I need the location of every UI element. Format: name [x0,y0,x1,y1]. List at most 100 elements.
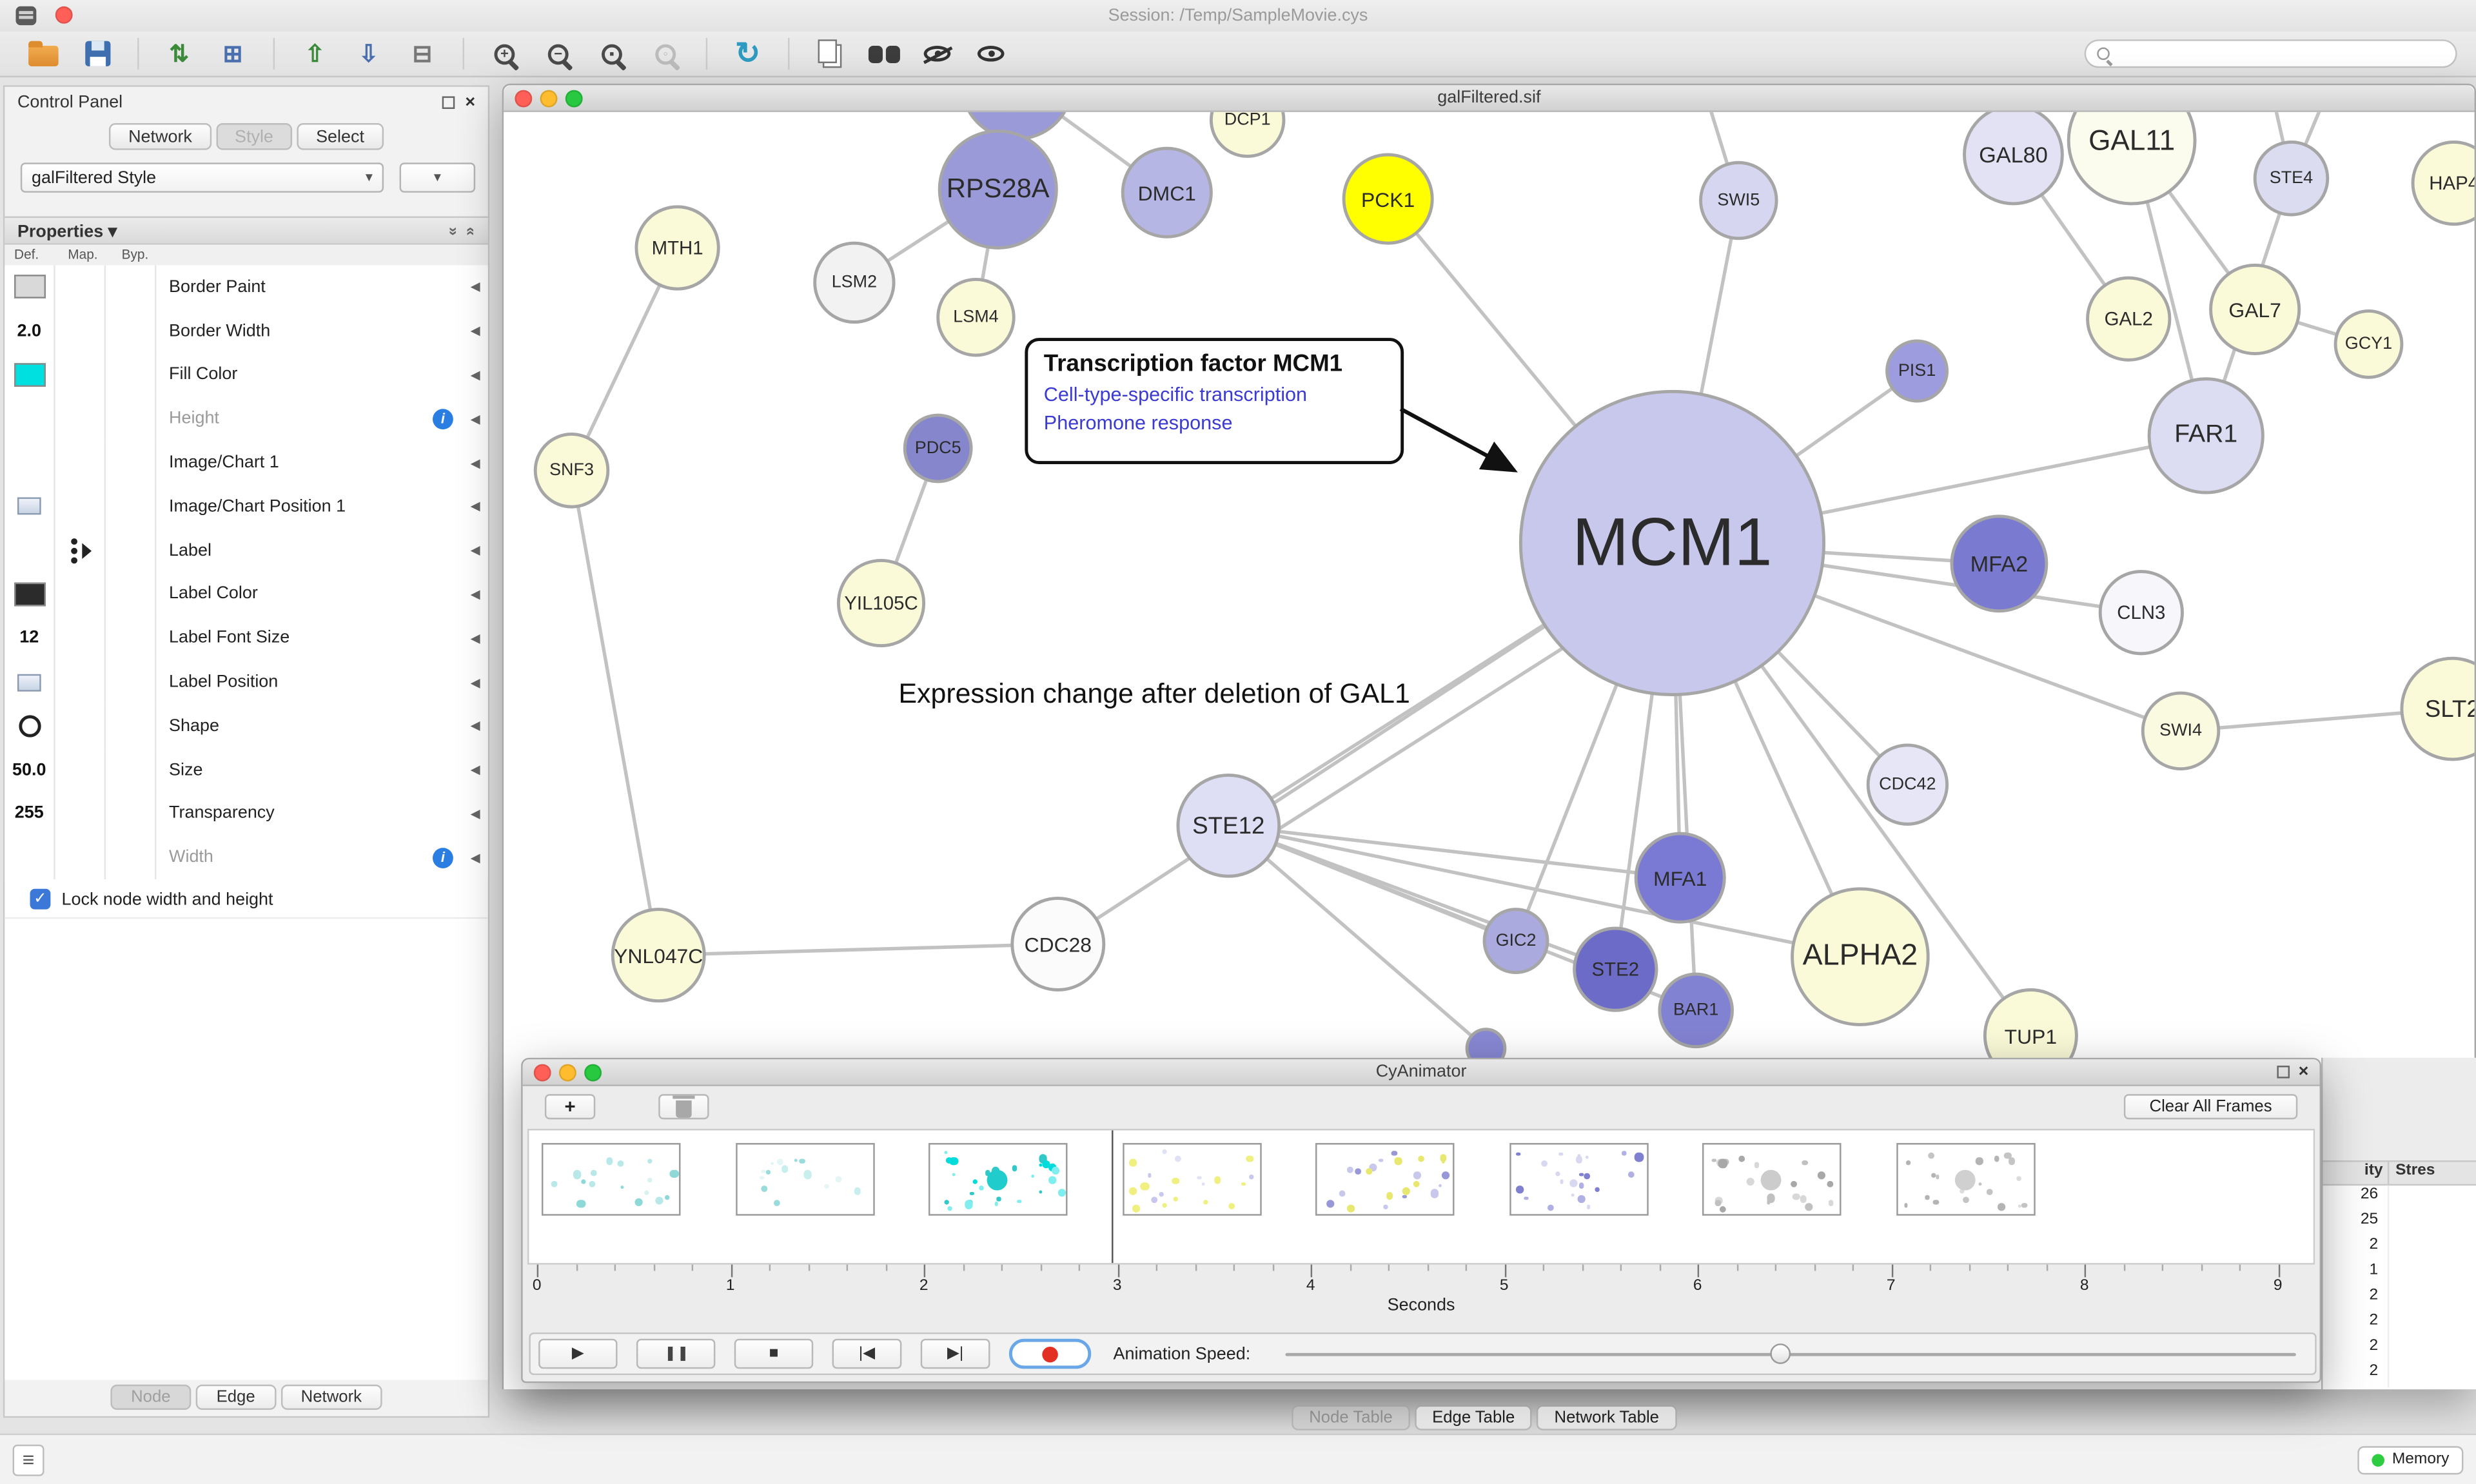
column-header[interactable]: Stres [2395,1162,2435,1180]
frame-thumbnail-7[interactable] [1896,1143,2035,1216]
expand-row-icon[interactable]: ◀ [470,763,480,777]
mapping-cell[interactable] [55,353,106,397]
default-value-cell[interactable] [5,353,55,397]
collapse-all-icon[interactable]: » [444,226,462,235]
cyanimator-minimize-button[interactable] [558,1063,576,1081]
mapping-cell[interactable] [55,704,106,748]
network-node-lsm2[interactable]: LSM2 [813,241,896,324]
cyanimator-titlebar[interactable]: CyAnimator × [522,1059,2320,1086]
expand-row-icon[interactable]: ◀ [470,367,480,382]
expand-row-icon[interactable]: ◀ [470,280,480,295]
bypass-cell[interactable] [106,660,157,705]
previous-frame-button[interactable]: |◀ [832,1338,902,1369]
refresh-layout-icon[interactable]: ↻ [735,37,761,70]
default-value-cell[interactable]: 255 [5,792,55,836]
delete-frame-button[interactable] [658,1094,709,1120]
network-node-yil105c[interactable]: YIL105C [836,558,926,648]
playhead[interactable] [1111,1130,1114,1264]
tab-node[interactable]: Node [110,1384,192,1410]
network-window-titlebar[interactable]: galFiltered.sif [504,85,2475,112]
export-image-icon[interactable]: ⇩ [359,40,379,68]
speed-slider[interactable] [1285,1338,2296,1370]
expand-row-icon[interactable]: ◀ [470,631,480,646]
network-node-mfa2[interactable]: MFA2 [1950,514,2049,613]
network-minimize-button[interactable] [540,89,558,107]
fit-content-icon[interactable] [591,33,633,74]
mapping-cell[interactable] [55,396,106,441]
table-row[interactable]: 1 [2323,1261,2476,1287]
find-neighbors-icon[interactable] [862,33,905,74]
network-zoom-button[interactable] [565,89,583,107]
network-node-pck1[interactable]: PCK1 [1342,153,1434,245]
import-table-icon[interactable]: ⊞ [222,40,243,68]
mapping-cell[interactable] [55,660,106,705]
default-value-cell[interactable] [5,704,55,748]
network-node-dmc1[interactable]: DMC1 [1121,146,1213,239]
stop-button[interactable]: ■ [734,1338,814,1369]
network-node-bar1[interactable]: BAR1 [1658,972,1734,1049]
network-node-ste4[interactable]: STE4 [2253,140,2330,217]
tab-network[interactable]: Network [109,123,211,150]
network-node-gic2[interactable]: GIC2 [1482,908,1549,975]
network-edge[interactable] [658,942,1058,957]
hide-selected-icon[interactable] [916,33,958,74]
expand-row-icon[interactable]: ◀ [470,411,480,426]
frame-thumbnail-5[interactable] [1509,1143,1648,1216]
expand-row-icon[interactable]: ◀ [470,850,480,865]
cyanimator-zoom-button[interactable] [584,1063,602,1081]
annotation-link[interactable]: Cell-type-specific transcription [1043,384,1308,406]
network-node-mcm1[interactable]: MCM1 [1518,389,1826,697]
bypass-cell[interactable] [106,572,157,617]
bypass-cell[interactable] [106,616,157,661]
export-network-icon[interactable]: ⇧ [305,40,325,68]
network-edge[interactable] [569,470,660,956]
save-session-icon[interactable] [76,33,119,74]
bypass-cell[interactable] [106,792,157,836]
duplicate-network-icon[interactable] [809,33,851,74]
default-value-cell[interactable] [5,440,55,485]
network-edge[interactable] [1227,824,1488,1050]
table-row[interactable]: 2 [2323,1312,2476,1338]
tab-network[interactable]: Network [280,1384,382,1410]
style-select[interactable]: galFiltered Style ▾ [20,162,384,193]
network-node-gal7[interactable]: GAL7 [2209,263,2301,356]
network-node-mfa1[interactable]: MFA1 [1634,832,1726,924]
default-value-cell[interactable]: 50.0 [5,748,55,792]
default-value-cell[interactable] [5,572,55,617]
expand-row-icon[interactable]: ◀ [470,543,480,558]
export-table-icon[interactable]: ⊟ [412,40,433,68]
network-node-alpha2[interactable]: ALPHA2 [1791,887,1930,1026]
tab-style[interactable]: Style [215,123,293,150]
expand-row-icon[interactable]: ◀ [470,719,480,734]
search-input[interactable] [2084,39,2457,68]
add-frame-button[interactable]: + [544,1094,596,1120]
next-frame-button[interactable]: ▶| [920,1338,990,1369]
lock-checkbox[interactable]: ✓ [30,888,51,910]
show-all-icon[interactable] [970,33,1012,74]
default-value-cell[interactable]: 2.0 [5,309,55,353]
timeline-track[interactable] [527,1129,2315,1265]
mapping-cell[interactable] [55,572,106,617]
mapping-cell[interactable] [55,265,106,309]
network-node-snf3[interactable]: SNF3 [533,433,610,509]
network-edge[interactable] [1228,824,1861,959]
frame-thumbnail-3[interactable] [1122,1143,1261,1216]
annotation-box[interactable]: Transcription factor MCM1 Cell-type-spec… [1025,338,1404,465]
network-node-gal2[interactable]: GAL2 [2086,276,2172,362]
property-row-fill-color[interactable]: Fill Color◀ [5,353,488,397]
table-row[interactable]: 2 [2323,1286,2476,1313]
bypass-cell[interactable] [106,353,157,397]
property-row-border-paint[interactable]: Border Paint◀ [5,265,488,309]
network-node-pdc5[interactable]: PDC5 [903,413,973,483]
mapping-cell[interactable] [55,616,106,661]
clear-all-frames-button[interactable]: Clear All Frames [2123,1094,2298,1120]
style-options-button[interactable]: ▾ [399,162,476,193]
bypass-cell[interactable] [106,396,157,441]
frame-thumbnail-2[interactable] [928,1143,1068,1216]
column-header[interactable]: ity [2323,1162,2390,1184]
default-value-cell[interactable] [5,528,55,572]
tab-edge[interactable]: Edge [195,1384,276,1410]
annotation-link[interactable]: Pheromone response [1043,411,1233,434]
